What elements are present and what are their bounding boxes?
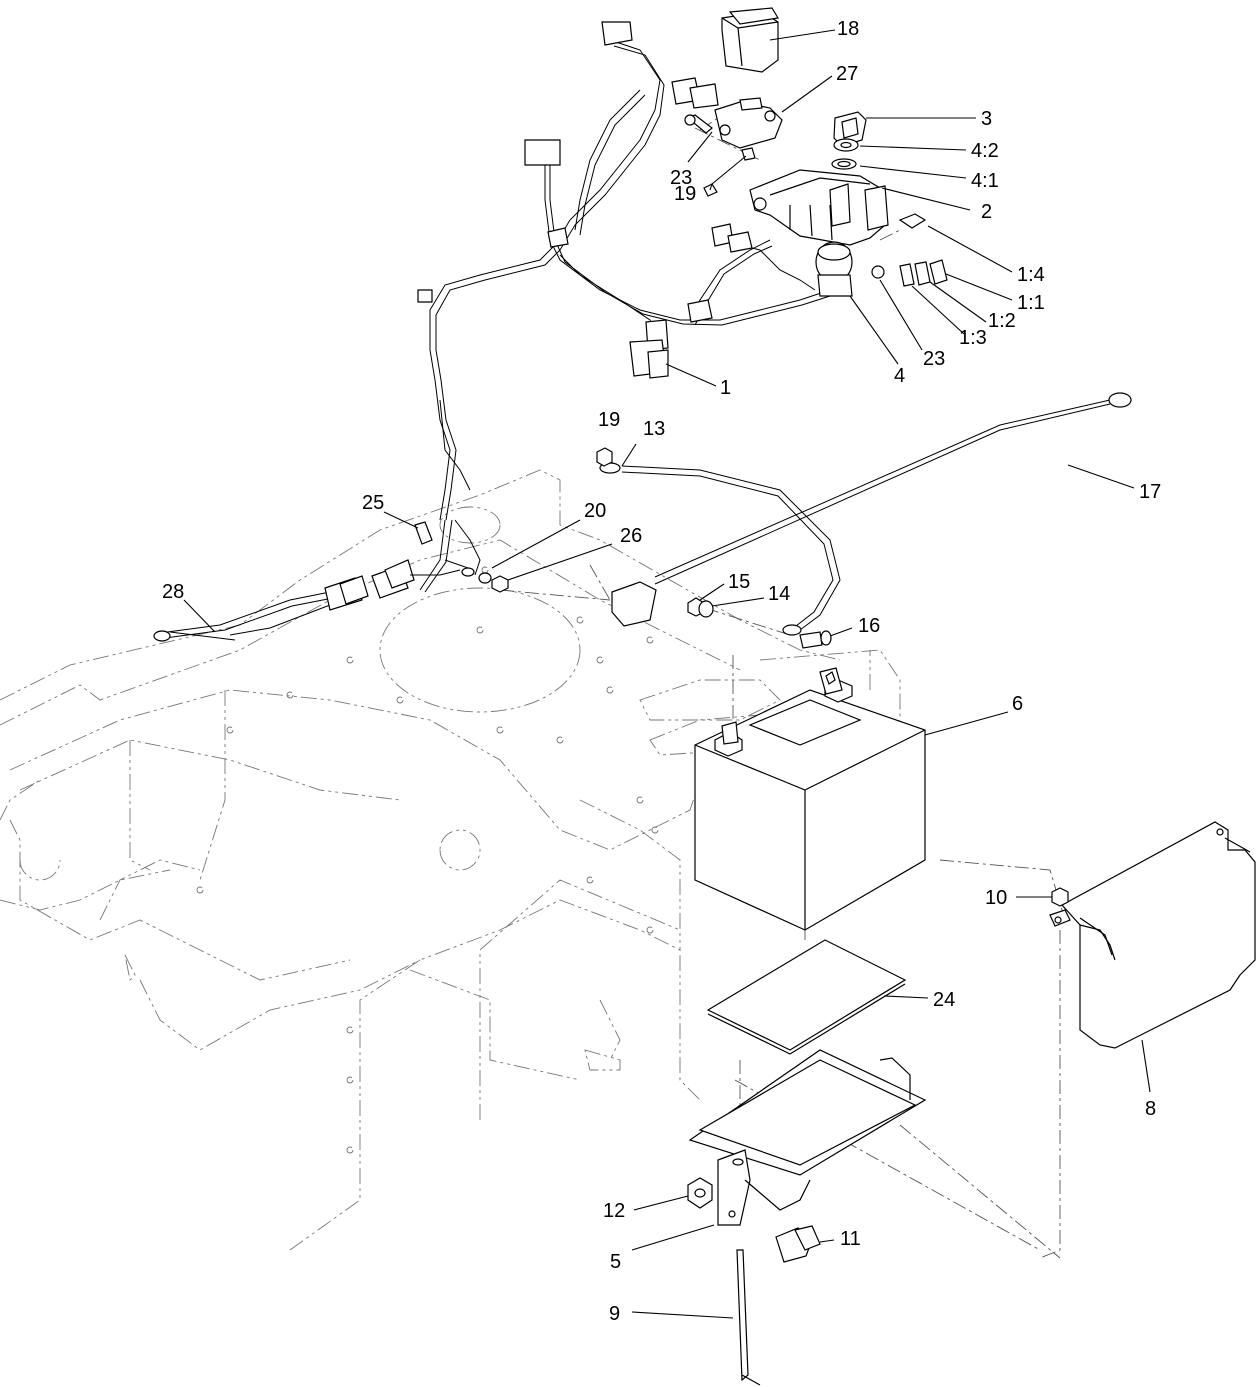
callout-4-2: 4:2 [971,140,999,162]
callout-17: 17 [1139,481,1161,503]
callout-13: 13 [643,418,665,440]
fasteners-25-20-26 [414,521,509,593]
callout-19-top: 19 [674,183,696,205]
battery-tray-5 [688,1049,927,1226]
callout-4-1: 4:1 [971,170,999,192]
hex-nut-10 [1051,887,1069,907]
callout-23-bottom: 23 [923,348,945,370]
callout-1-1: 1:1 [1017,292,1045,314]
callout-25: 25 [362,492,384,514]
callout-2: 2 [981,201,992,223]
callout-5: 5 [610,1251,621,1273]
control-panel-2 [749,169,948,297]
callout-1: 1 [720,377,731,399]
relay-27 [714,97,783,149]
battery-cable-17 [611,392,1132,627]
battery-pad-24 [706,939,907,1055]
callout-26: 26 [620,525,642,547]
hold-down-rod-9 [736,1249,761,1386]
callout-6: 6 [1012,693,1023,715]
callout-8: 8 [1145,1098,1156,1120]
callout-9: 9 [609,1303,620,1325]
fasteners-tray [687,1177,821,1263]
callout-1-4: 1:4 [1017,264,1045,286]
callout-19-mid: 19 [598,409,620,431]
battery-cover-8 [1049,821,1256,1049]
callout-10: 10 [985,887,1007,909]
callout-16: 16 [858,615,880,637]
callout-1-2: 1:2 [988,310,1016,332]
callout-23-top: 23 [670,167,692,189]
battery-6 [694,667,926,931]
callout-11: 11 [840,1228,861,1250]
hex-nut-19-mid [596,447,613,467]
callout-18: 18 [837,18,859,40]
harness-28 [153,559,461,642]
callout-14: 14 [768,583,790,605]
callout-20: 20 [584,500,606,522]
callout-labels: 18 27 3 4:2 4:1 2 23 19 1:4 1:1 1:2 1:3 … [162,18,1161,1325]
callout-1-3: 1:3 [959,327,987,349]
callout-15: 15 [728,571,750,593]
relay-18 [721,7,779,73]
callout-27: 27 [836,63,858,85]
callout-4: 4 [894,365,905,387]
callout-12: 12 [603,1200,625,1222]
fasteners-cable [687,597,832,649]
callout-3: 3 [981,108,992,130]
callout-28: 28 [162,581,184,603]
leader-lines [183,29,1151,1319]
callout-24: 24 [933,989,955,1011]
ignition-key [831,111,867,170]
wire-harness [417,21,831,593]
